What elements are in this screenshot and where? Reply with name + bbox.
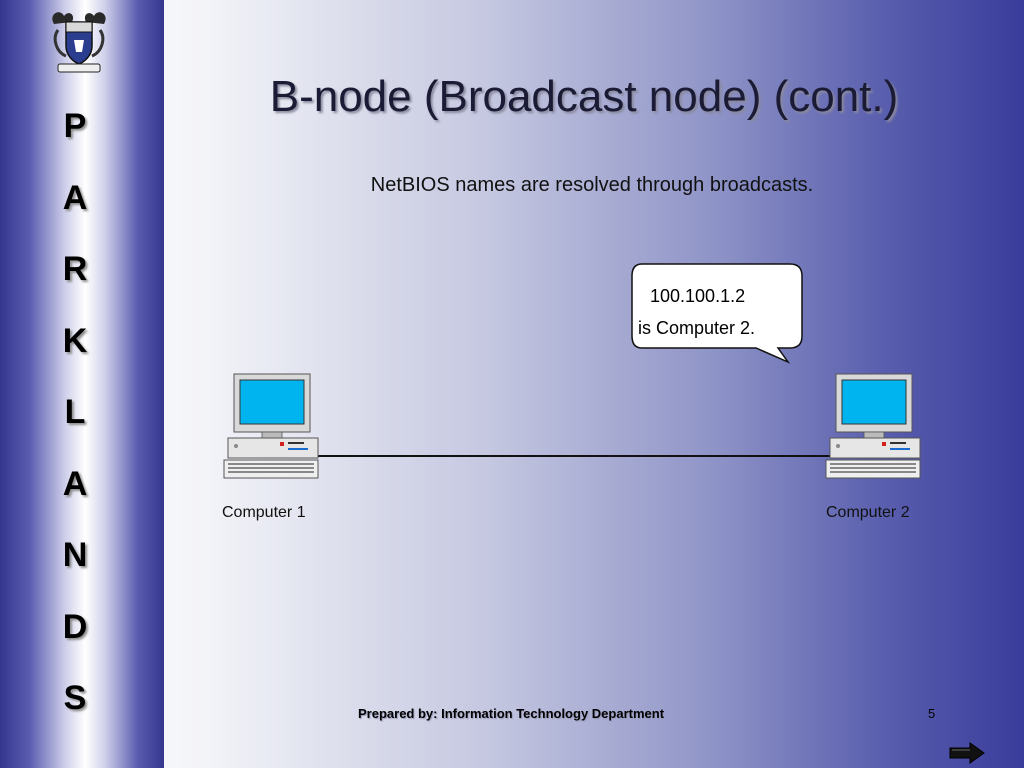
sidebar-letter: P [63, 107, 87, 145]
computer-2-label: Computer 2 [826, 504, 910, 521]
crest-icon [52, 12, 106, 73]
page-number: 5 [928, 706, 936, 721]
sidebar-letter: S [63, 679, 87, 717]
sidebar-letter: K [62, 321, 88, 360]
speech-bubble-shape [631, 263, 803, 364]
callout-ip-address: 100.100.1.2 [650, 286, 746, 306]
slide-title: B-node (Broadcast node) (cont.) [269, 72, 899, 121]
sidebar-letter: N [62, 536, 88, 574]
sidebar-letter: A [62, 464, 88, 503]
callout-computer-name: is Computer 2. [638, 318, 756, 338]
network-cable [318, 455, 834, 457]
sidebar-banner: P A R K L A N D S [0, 0, 164, 768]
computer-1-label: Computer 1 [222, 504, 306, 521]
desktop-computer-icon [223, 373, 319, 479]
right-arrow-icon[interactable] [946, 740, 988, 766]
speech-bubble: 100.100.1.2 is Computer 2. [630, 262, 806, 366]
sidebar-letter: R [62, 250, 88, 288]
sidebar-letter: L [64, 393, 86, 431]
footer-text: Prepared by: Information Technology Depa… [358, 706, 665, 721]
desktop-computer-icon [825, 373, 921, 479]
sidebar-letter: D [62, 607, 88, 646]
sidebar-letter: A [62, 178, 88, 217]
slide-subtitle: NetBIOS names are resolved through broad… [370, 174, 814, 196]
